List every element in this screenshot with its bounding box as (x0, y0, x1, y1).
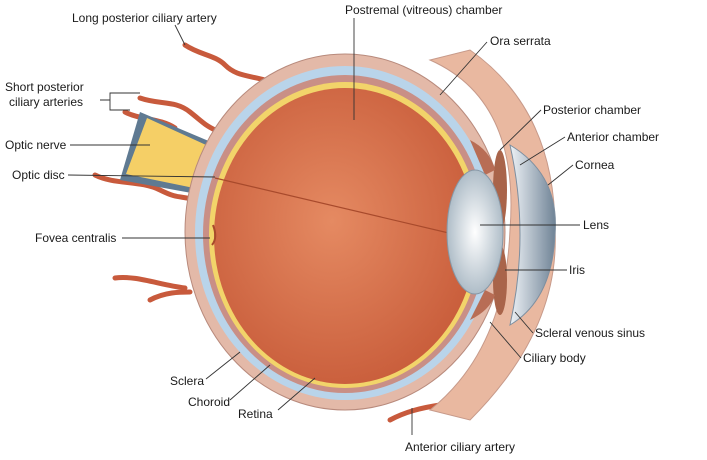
label-anterior-ciliary-artery: Anterior ciliary artery (405, 440, 515, 454)
label-short-posterior-2: ciliary arteries (9, 95, 83, 109)
anterior-segment (428, 49, 556, 421)
label-retina: Retina (238, 407, 273, 421)
label-optic-nerve: Optic nerve (5, 138, 67, 152)
label-scleral-venous-sinus: Scleral venous sinus (535, 326, 645, 340)
label-sclera: Sclera (170, 374, 204, 388)
label-posterior-chamber: Posterior chamber (543, 103, 641, 117)
fovea-shape (211, 224, 217, 246)
label-short-posterior-1: Short posterior (5, 80, 84, 94)
label-choroid: Choroid (188, 395, 230, 409)
arteries (92, 42, 443, 423)
label-ora-serrata: Ora serrata (490, 34, 551, 48)
label-optic-disc: Optic disc (12, 168, 65, 182)
label-fovea-centralis: Fovea centralis (35, 231, 116, 245)
labels: Long posterior ciliary artery Postremal … (5, 3, 659, 454)
divider (214, 177, 471, 239)
leader-lines (67, 18, 580, 435)
label-iris: Iris (569, 263, 585, 277)
label-cornea: Cornea (575, 158, 615, 172)
label-long-posterior-ciliary-artery: Long posterior ciliary artery (72, 11, 217, 25)
label-postremal-chamber: Postremal (vitreous) chamber (345, 3, 502, 17)
label-lens: Lens (583, 218, 609, 232)
label-anterior-chamber: Anterior chamber (567, 130, 659, 144)
label-ciliary-body: Ciliary body (523, 351, 586, 365)
vitreous-chamber-shape (214, 88, 476, 384)
